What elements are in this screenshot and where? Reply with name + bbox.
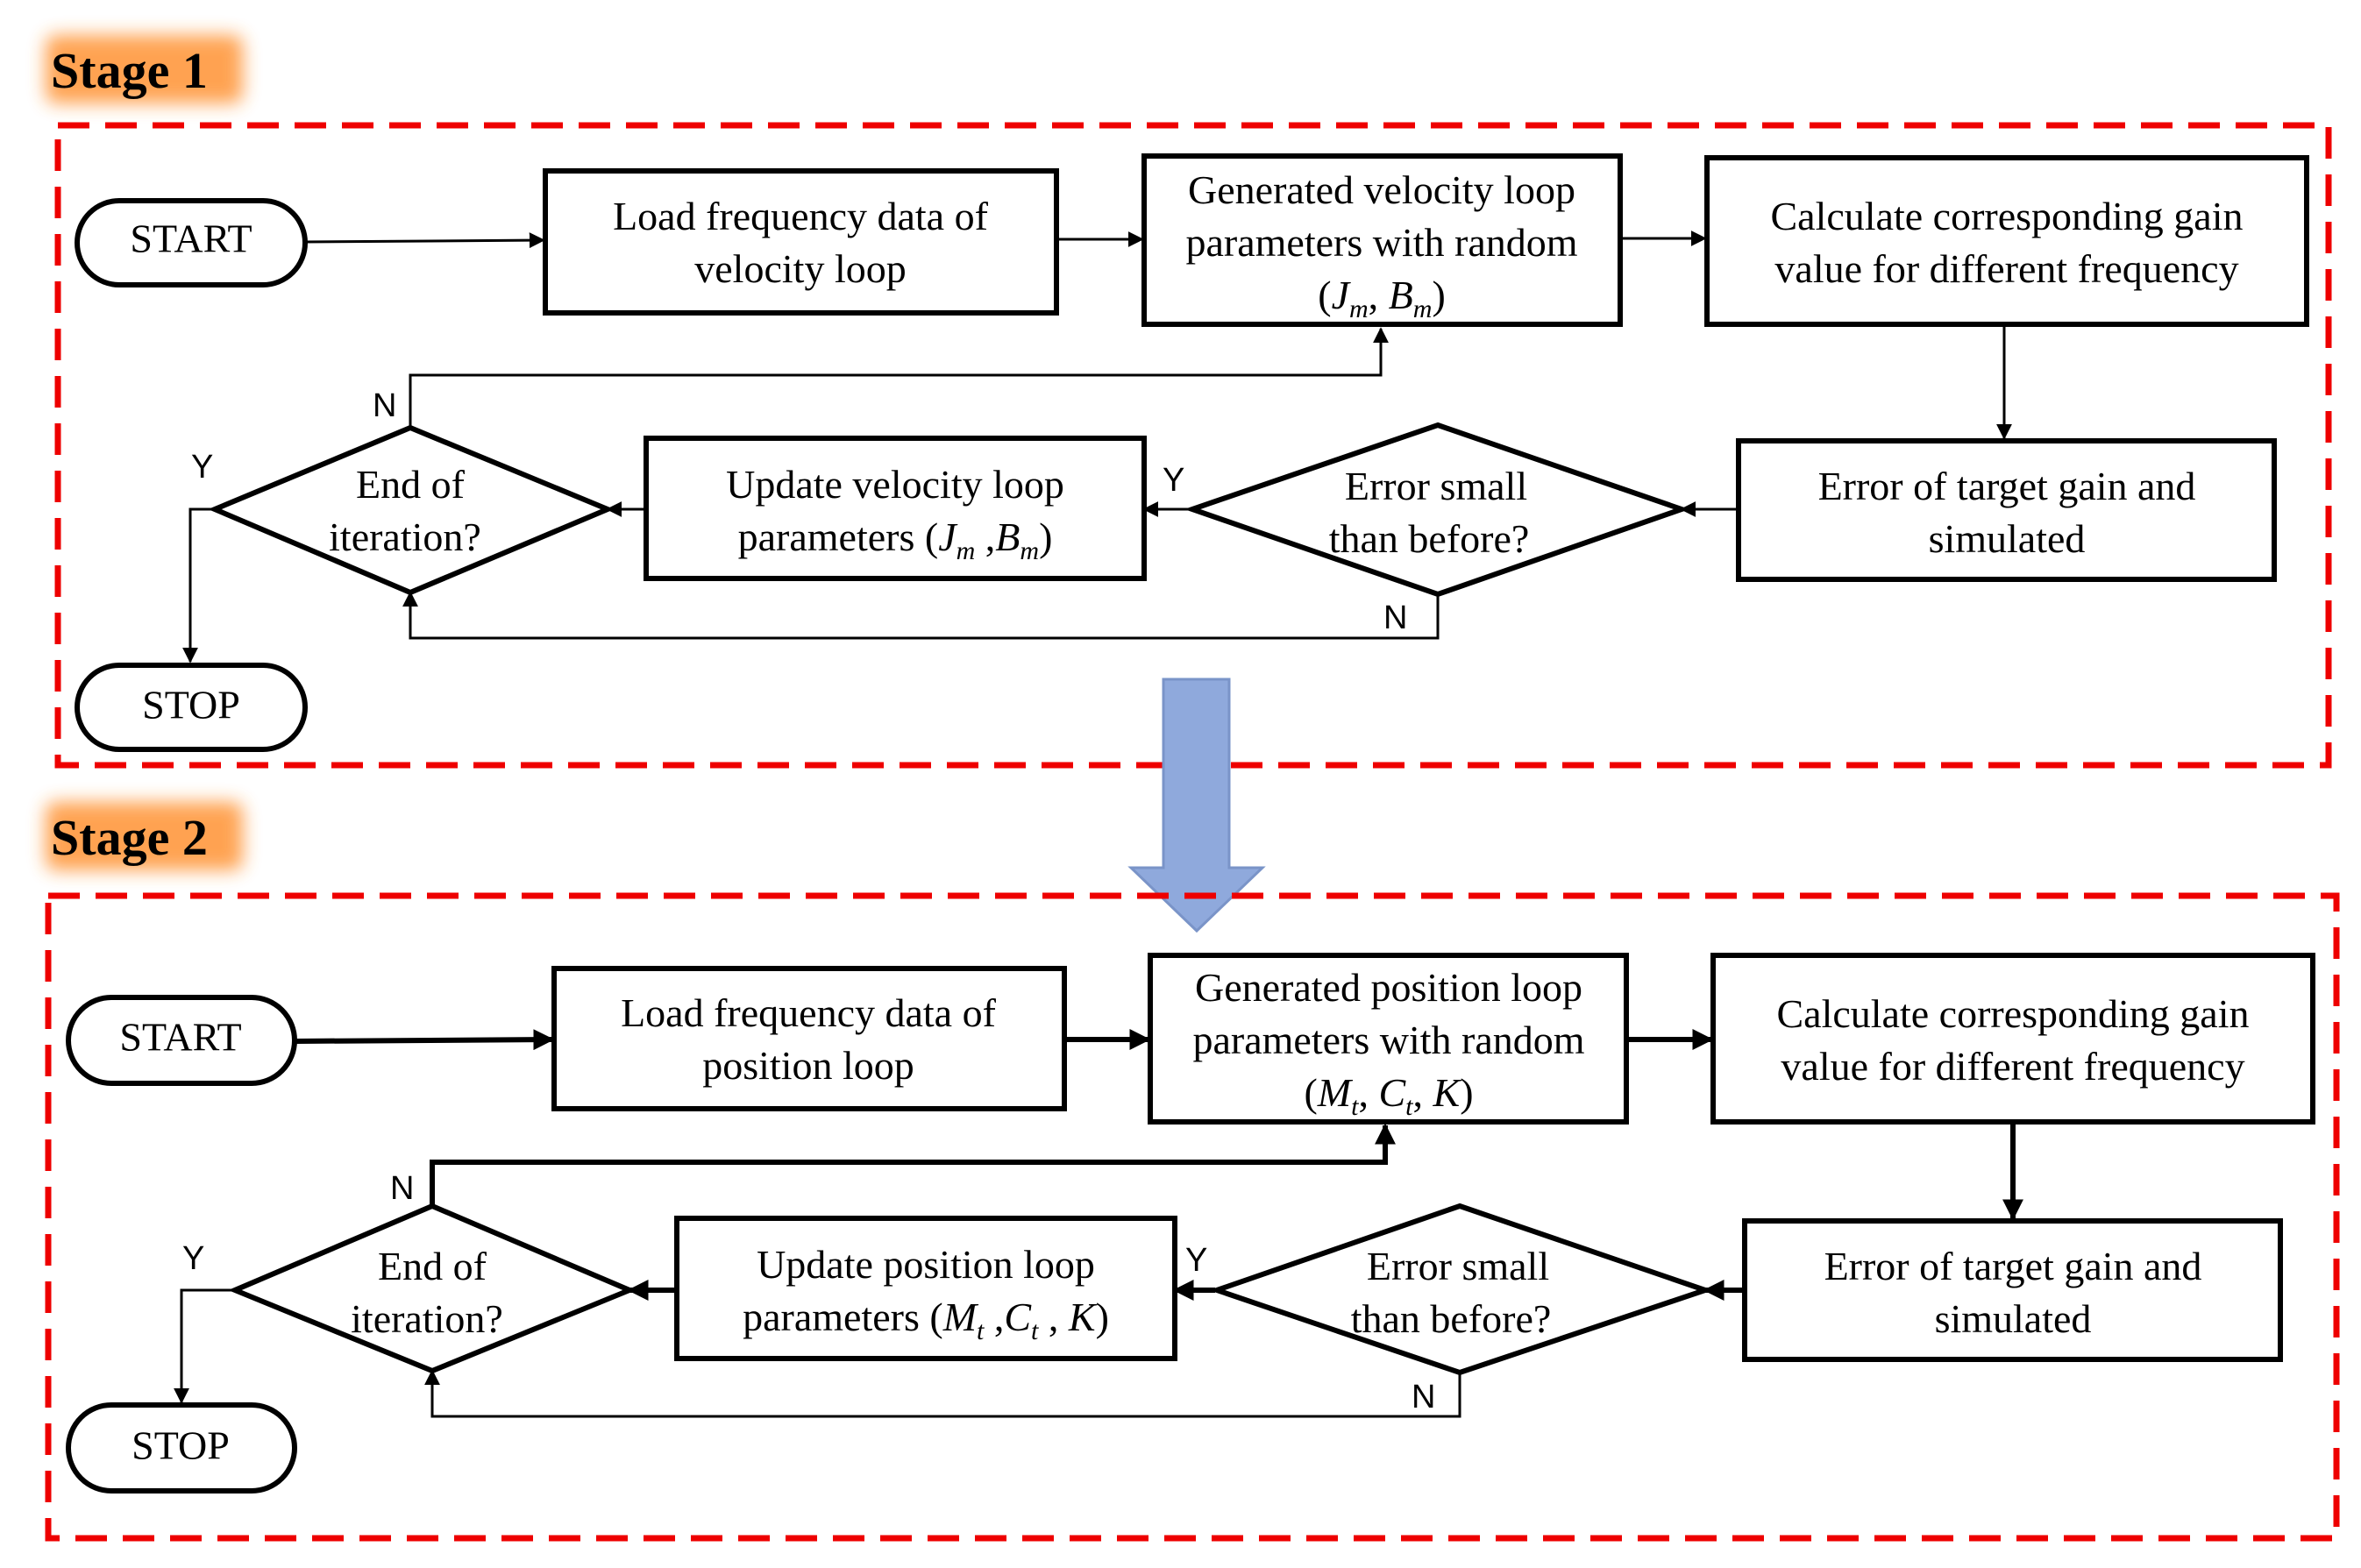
stage2-frame [45,892,2340,1542]
svg-text:STOP: STOP [132,1423,230,1468]
stage2-edges [174,1029,2023,1418]
svg-text:Error of target gain and: Error of target gain and [1824,1244,2202,1288]
svg-text:End of: End of [356,462,466,507]
svg-text:Load frequency data of: Load frequency data of [621,990,997,1035]
stage2-calculate-box: Calculate corresponding gain value for d… [1710,953,2315,1125]
svg-text:than before?: than before? [1351,1296,1552,1341]
svg-text:Error small: Error small [1367,1244,1549,1288]
stage1-generate-params: (Jm, Bm) [1318,273,1446,323]
stage2-update-box: Update position loop parameters (Mt ,Ct … [674,1216,1177,1361]
svg-text:Calculate corresponding gain: Calculate corresponding gain [1770,194,2243,238]
svg-text:Generated velocity loop: Generated velocity loop [1188,167,1575,212]
stage2-load-box: Load frequency data of position loop [551,966,1067,1111]
svg-text:Update velocity loop: Update velocity loop [726,462,1064,507]
svg-text:Update position loop: Update position loop [757,1242,1095,1287]
stage1-error-decision: Error small than before? [1184,422,1690,598]
edge-end-yes-to-stop [182,507,213,663]
svg-text:velocity loop: velocity loop [694,246,906,291]
svg-text:position loop: position loop [702,1043,914,1088]
stage1-start-terminal: START [75,198,308,287]
edge-end-no-to-generate [430,1123,1396,1206]
svg-text:Error of target gain and: Error of target gain and [1818,464,2196,508]
stage2-label: Stage 2 [46,802,243,870]
stage1-generate-box: Generated velocity loop parameters with … [1141,153,1623,327]
stage1: Stage 1 START STOP Lo [46,35,2332,769]
stage2-start-terminal: START [66,995,297,1086]
stage1-end-yes-label: Y [191,449,213,486]
stage2-generate-params: (Mt, Ct, K) [1304,1070,1473,1121]
svg-text:START: START [130,216,252,261]
stage2-error-yes-label: Y [1185,1242,1207,1279]
edge-start-to-load [303,232,545,249]
svg-text:Load frequency data of: Load frequency data of [613,194,989,238]
stage2-generate-box: Generated position loop parameters with … [1148,953,1629,1125]
svg-text:STOP: STOP [142,683,240,727]
edge-decision-no-to-end [402,591,1440,640]
stage1-stop-terminal: STOP [75,663,308,752]
stage2-end-no-label: N [390,1170,414,1207]
svg-text:iteration?: iteration? [329,514,481,559]
edge-decision-no-to-end [424,1369,1461,1418]
stage2-update-params: parameters (Mt ,Ct , K) [743,1295,1109,1345]
svg-text:Generated position loop: Generated position loop [1195,965,1582,1010]
stage2-end-decision: End of iteration? [228,1203,636,1374]
stage1-error-box: Error of target gain and simulated [1736,438,2277,582]
stage1-update-box: Update velocity loop parameters (Jm ,Bm) [644,436,1147,581]
svg-text:START: START [119,1015,241,1060]
stage1-error-yes-label: Y [1163,462,1184,499]
svg-text:Stage 1: Stage 1 [51,42,208,99]
stage1-calculate-box: Calculate corresponding gain value for d… [1704,155,2309,327]
stage-transition-arrow [1127,678,1266,933]
stage1-update-params: parameters (Jm ,Bm) [738,514,1053,565]
svg-text:Calculate corresponding gain: Calculate corresponding gain [1776,991,2249,1036]
stage1-label: Stage 1 [46,35,243,103]
svg-text:parameters with random: parameters with random [1185,220,1577,265]
svg-text:than before?: than before? [1329,516,1530,561]
stage2-error-decision: Error small than before? [1208,1203,1714,1376]
stage1-edges [182,231,2012,663]
svg-text:simulated: simulated [1929,516,2086,561]
stage1-end-no-label: N [373,387,396,424]
stage2-error-no-label: N [1412,1379,1435,1415]
edge-end-no-to-generate [409,327,1389,428]
stage1-error-no-label: N [1383,600,1407,636]
svg-text:Error small: Error small [1345,464,1527,508]
svg-text:value for different frequency: value for different frequency [1774,246,2238,291]
stage2: Stage 2 START STOP Lo [45,802,2340,1542]
stage1-end-decision: End of iteration? [208,424,615,596]
svg-text:parameters with random: parameters with random [1192,1018,1584,1062]
stage2-end-yes-label: Y [182,1240,204,1277]
svg-text:Stage 2: Stage 2 [51,809,208,866]
stage2-error-box: Error of target gain and simulated [1742,1218,2283,1362]
svg-text:End of: End of [378,1244,487,1288]
edge-start-to-load [294,1029,555,1051]
stage2-stop-terminal: STOP [66,1402,297,1494]
svg-text:iteration?: iteration? [351,1296,503,1341]
edge-end-yes-to-stop [174,1288,235,1404]
svg-text:value for different frequency: value for different frequency [1781,1044,2244,1089]
stage1-load-box: Load frequency data of velocity loop [543,168,1059,316]
svg-text:simulated: simulated [1935,1296,2092,1341]
